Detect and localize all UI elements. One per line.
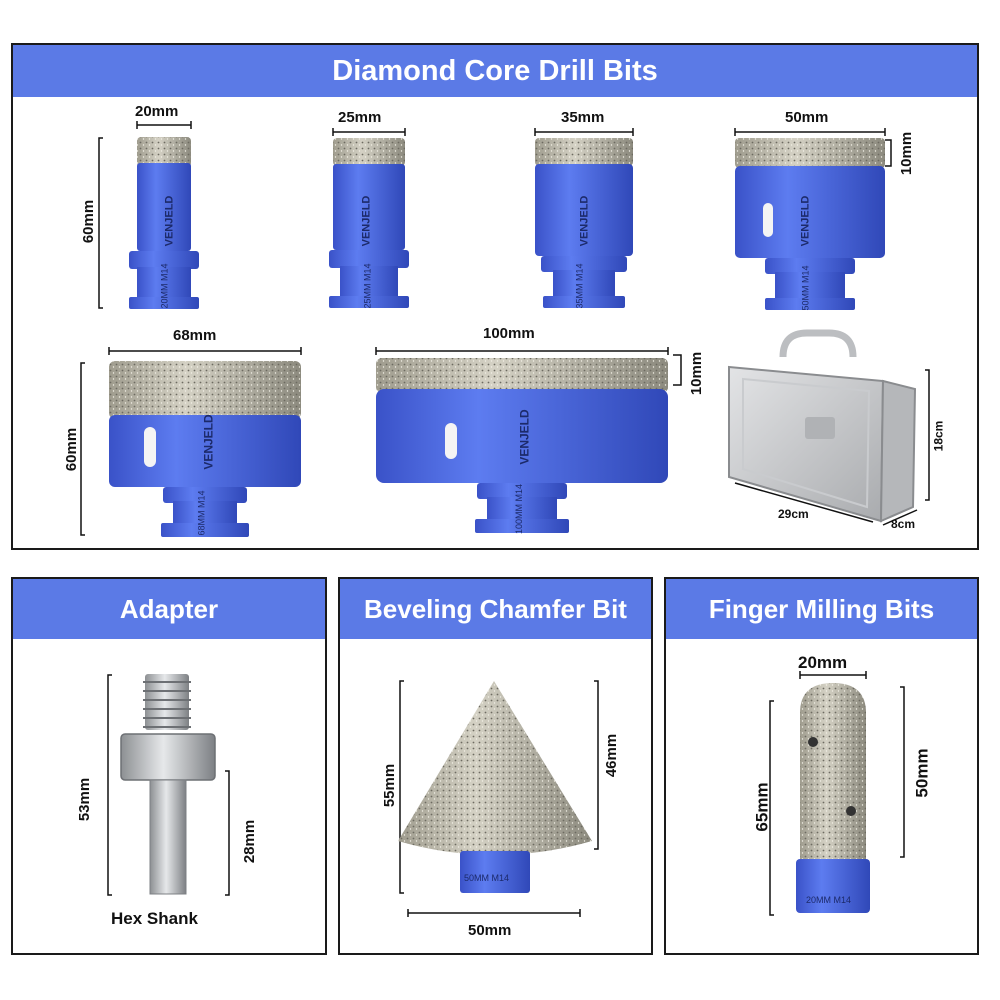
- bit-engraving: 20MM M14: [159, 263, 170, 309]
- bit-35mm-width-label: 35mm: [561, 109, 605, 126]
- case-logo-icon: [805, 417, 835, 439]
- chamfer-bit-panel: Beveling Chamfer Bit 55mm 46mm 50mm 50MM…: [338, 577, 653, 955]
- case-height-label: 18cm: [931, 420, 946, 452]
- brand-mark: VENJELD: [163, 195, 176, 247]
- adapter-panel: Adapter 53mm 28mm Hex Shank: [11, 577, 327, 955]
- finger-engraving: 20MM M14: [806, 895, 852, 905]
- bit-height-label-bottom: 60mm: [63, 427, 81, 472]
- bit-100mm-width-label: 100mm: [483, 325, 535, 342]
- bit-engraving: 35MM M14: [574, 263, 585, 309]
- core-bit-50mm: [735, 138, 885, 310]
- adapter-shank-length-label: 28mm: [241, 819, 259, 864]
- bit-25mm-width-label: 25mm: [338, 109, 382, 126]
- case-width-label: 29cm: [778, 507, 809, 521]
- chamfer-cone-bit: [398, 681, 592, 893]
- brand-mark: VENJELD: [578, 195, 591, 247]
- segment-height-label-bottom: 10mm: [688, 351, 706, 396]
- core-bit-20mm: [129, 137, 199, 309]
- core-bits-illustration: [80, 121, 930, 537]
- adapter-total-length-label: 53mm: [76, 777, 94, 822]
- core-drill-bits-title: Diamond Core Drill Bits: [13, 45, 977, 97]
- hex-shank-adapter: [120, 674, 216, 895]
- core-bit-68mm: [109, 361, 301, 537]
- finger-width-label: 20mm: [798, 653, 848, 672]
- brand-mark: VENJELD: [799, 195, 812, 247]
- hex-shank-caption: Hex Shank: [111, 909, 198, 928]
- bit-engraving: 50MM M14: [800, 265, 811, 311]
- bit-engraving: 100MM M14: [514, 483, 525, 535]
- core-bit-25mm: [329, 138, 409, 308]
- finger-milling-panel: Finger Milling Bits 20mm 65mm 50mm 20MM …: [664, 577, 979, 955]
- bit-68mm-width-label: 68mm: [173, 327, 217, 344]
- finger-total-length-label: 65mm: [752, 782, 772, 832]
- case-depth-label: 8cm: [891, 517, 916, 531]
- aluminum-case: [728, 329, 917, 523]
- adapter-title: Adapter: [13, 579, 325, 639]
- adapter-illustration: [107, 674, 230, 896]
- finger-milling-bit: [796, 683, 870, 913]
- bit-20mm-width-label: 20mm: [135, 103, 179, 120]
- bit-engraving: 25MM M14: [362, 263, 373, 309]
- finger-body-length-label: 50mm: [912, 748, 932, 798]
- bit-height-label-top: 60mm: [80, 199, 98, 244]
- chamfer-bit-illustration: [398, 680, 599, 917]
- segment-height-label-top: 10mm: [898, 131, 916, 176]
- chamfer-bit-title: Beveling Chamfer Bit: [340, 579, 651, 639]
- chamfer-total-height-label: 55mm: [381, 763, 399, 808]
- chamfer-cone-height-label: 46mm: [603, 733, 621, 778]
- core-bit-35mm: [535, 138, 633, 308]
- core-drill-bits-panel: Diamond Core Drill Bits: [11, 43, 979, 550]
- brand-mark: VENJELD: [360, 195, 373, 247]
- chamfer-engraving: 50MM M14: [464, 873, 510, 883]
- brand-mark: VENJELD: [201, 414, 216, 470]
- bit-50mm-width-label: 50mm: [785, 109, 829, 126]
- brand-mark: VENJELD: [517, 409, 532, 465]
- finger-bit-illustration: [769, 671, 905, 916]
- core-bit-100mm: [376, 358, 668, 533]
- bit-engraving: 68MM M14: [196, 490, 207, 536]
- finger-milling-title: Finger Milling Bits: [666, 579, 977, 639]
- chamfer-width-label: 50mm: [468, 922, 512, 939]
